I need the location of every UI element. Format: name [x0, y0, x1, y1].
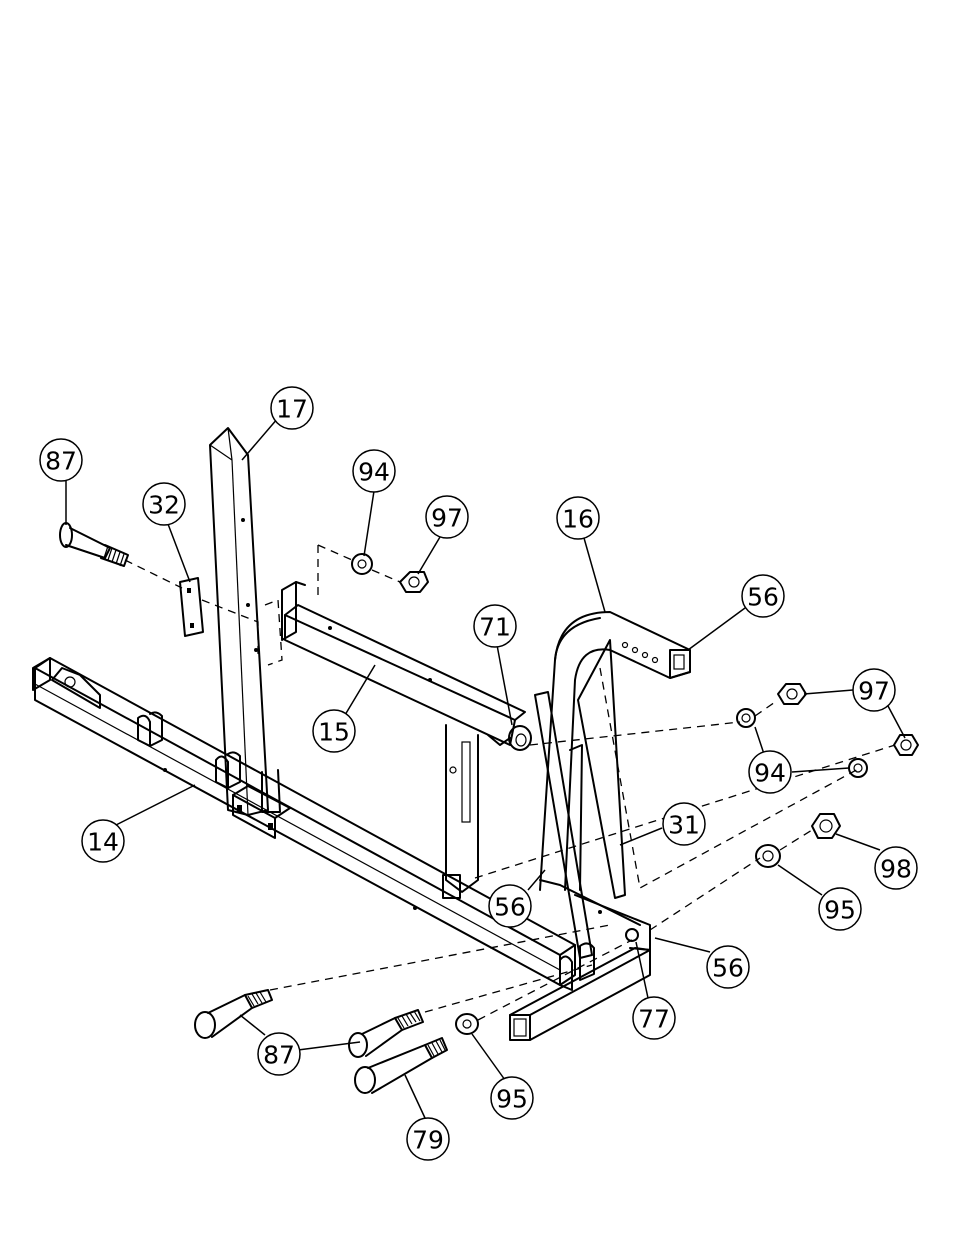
callout-95-bottom: 95	[491, 1077, 533, 1119]
svg-text:94: 94	[358, 458, 390, 487]
svg-text:95: 95	[496, 1085, 528, 1114]
callout-32: 32	[143, 483, 185, 525]
svg-text:97: 97	[431, 504, 463, 533]
svg-text:14: 14	[87, 828, 119, 857]
svg-text:56: 56	[494, 893, 526, 922]
callout-16: 16	[557, 497, 599, 539]
svg-text:16: 16	[562, 505, 594, 534]
svg-text:94: 94	[754, 759, 786, 788]
svg-text:77: 77	[638, 1005, 670, 1034]
callout-98: 98	[875, 847, 917, 889]
callout-14: 14	[82, 820, 124, 862]
callout-79: 79	[407, 1118, 449, 1160]
bolt-79	[355, 1038, 447, 1093]
svg-text:87: 87	[263, 1041, 295, 1070]
rear-upright-16	[535, 612, 690, 958]
plate-32	[180, 578, 203, 636]
svg-text:79: 79	[412, 1126, 444, 1155]
svg-text:97: 97	[858, 677, 890, 706]
svg-text:17: 17	[276, 395, 308, 424]
svg-text:31: 31	[668, 811, 700, 840]
nut-97-right-b	[894, 735, 918, 755]
callout-94-right: 94	[749, 751, 791, 793]
washer-94-top	[352, 554, 372, 574]
washer-94-right-b	[849, 759, 867, 777]
callout-97-right: 97	[853, 669, 895, 711]
callout-71: 71	[474, 605, 516, 647]
callout-56-top: 56	[742, 575, 784, 617]
callout-95-right: 95	[819, 888, 861, 930]
callout-15: 15	[313, 710, 355, 752]
svg-text:32: 32	[148, 491, 180, 520]
svg-text:71: 71	[479, 613, 511, 642]
callout-56-low: 56	[707, 946, 749, 988]
callout-77: 77	[633, 997, 675, 1039]
nut-98	[812, 814, 840, 838]
callout-94-top: 94	[353, 450, 395, 492]
svg-text:56: 56	[712, 954, 744, 983]
callout-87-top: 87	[40, 439, 82, 481]
svg-text:56: 56	[747, 583, 779, 612]
callout-17: 17	[271, 387, 313, 429]
nut-97-top	[400, 572, 428, 592]
svg-text:98: 98	[880, 855, 912, 884]
svg-text:95: 95	[824, 896, 856, 925]
callout-56-mid: 56	[489, 885, 531, 927]
callout-31: 31	[663, 803, 705, 845]
washer-94-right-a	[737, 709, 755, 727]
washer-95-bottom	[456, 1014, 478, 1034]
svg-text:15: 15	[318, 718, 350, 747]
bolt-87-top	[60, 523, 128, 566]
svg-text:87: 87	[45, 447, 77, 476]
callout-87-bottom: 87	[258, 1033, 300, 1075]
nut-97-right-a	[778, 684, 806, 704]
callout-97-top: 97	[426, 496, 468, 538]
washer-95-right	[756, 845, 780, 867]
